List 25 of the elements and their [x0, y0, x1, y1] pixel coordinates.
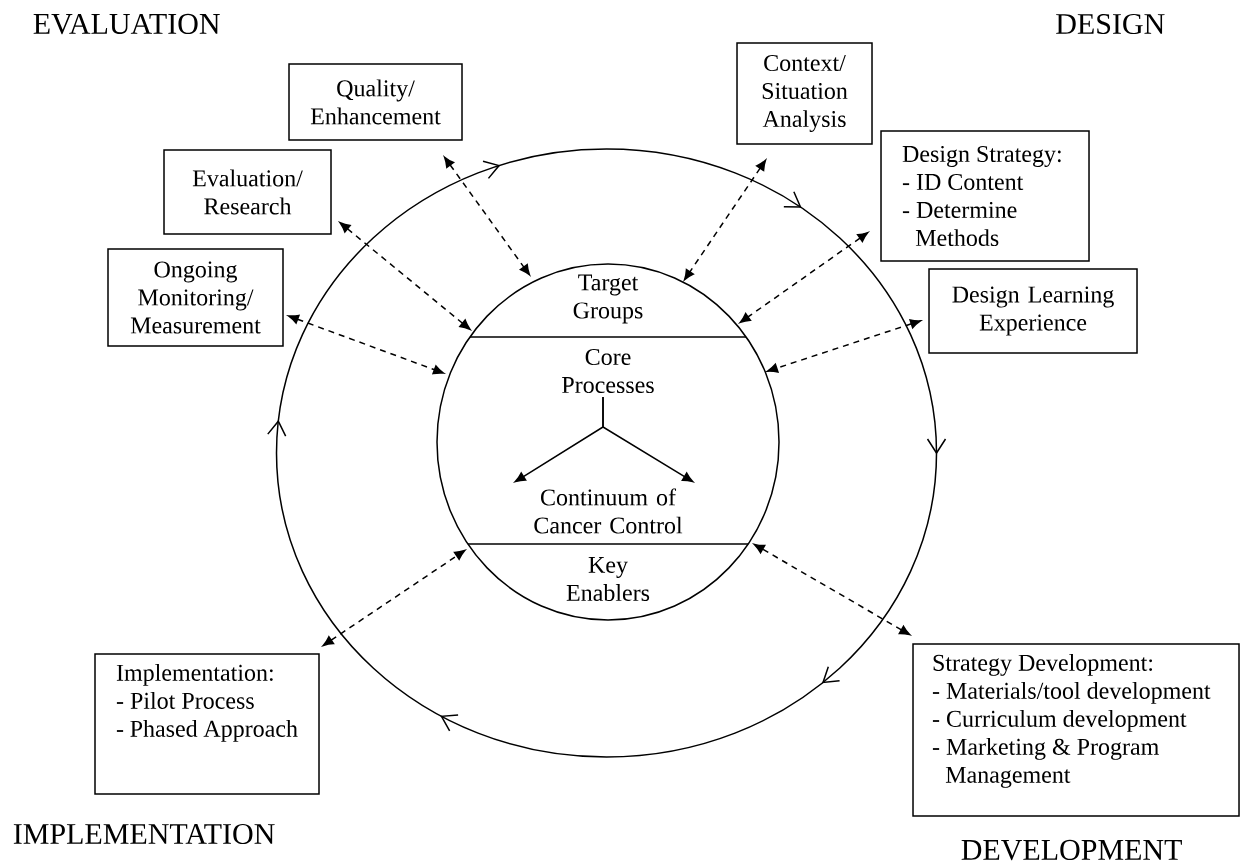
- section-text: Key Enablers: [566, 557, 650, 601]
- arrow: [739, 231, 869, 324]
- arrow: [683, 159, 767, 281]
- arrow: [322, 549, 466, 647]
- text-box: Evaluation/ Research: [163, 149, 332, 235]
- text-box: Quality/ Enhancement: [288, 63, 463, 141]
- text-box: Design Strategy: - ID Content - Determine Methods: [880, 130, 1090, 262]
- arrow: [766, 319, 922, 373]
- text-box: Implementation: - Pilot Process - Phased Approach: [94, 653, 320, 795]
- arrow: [602, 396, 694, 483]
- stage-label: DESIGN: [1056, 13, 1165, 35]
- section-text: Continuum of Cancer Control: [534, 488, 683, 534]
- text-box: Ongoing Monitoring/ Measurement: [107, 248, 284, 347]
- stage-label: IMPLEMENTATION: [13, 823, 275, 845]
- arrow: [287, 314, 445, 375]
- arrow: [753, 543, 911, 636]
- stage-label: EVALUATION: [33, 13, 220, 35]
- section-text: Core Processes: [562, 348, 654, 394]
- text-box: Context/ Situation Analysis: [736, 42, 873, 145]
- text-box: Strategy Development: - Materials/tool development - Curriculum development - Marketing & Program Management: [912, 643, 1240, 817]
- arrow: [339, 222, 471, 330]
- arrow: [443, 156, 531, 276]
- section-text: Target Groups: [573, 274, 643, 324]
- text-box: Design Learning Experience: [928, 268, 1138, 354]
- inner-circle: [436, 263, 780, 621]
